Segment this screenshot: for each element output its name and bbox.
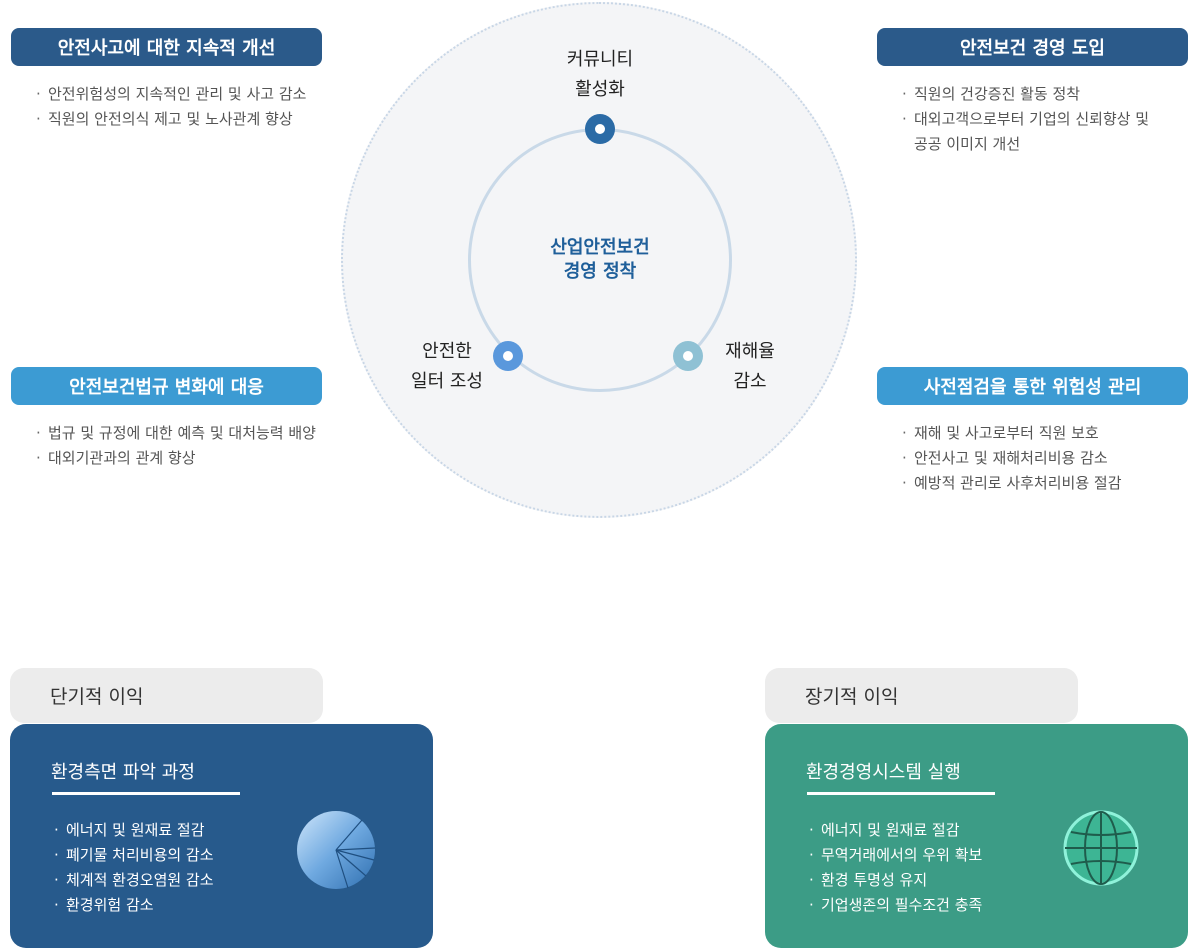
node-dot-accident-rate [673, 341, 703, 371]
bullet-list: 재해 및 사고로부터 직원 보호 안전사고 및 재해처리비용 감소 예방적 관리… [902, 421, 1122, 496]
list-item: 환경위험 감소 [54, 893, 214, 918]
node-label-line: 커뮤니티 [566, 49, 634, 70]
node-label-safe-workplace: 안전한 일터 조성 [392, 337, 502, 397]
globe-icon [1063, 810, 1139, 886]
center-title-line: 경영 정착 [563, 261, 637, 282]
node-label-line: 일터 조성 [411, 371, 483, 392]
bullet-list: 안전위험성의 지속적인 관리 및 사고 감소 직원의 안전의식 제고 및 노사관… [36, 82, 306, 132]
panel-divider [807, 792, 995, 795]
list-item: 대외고객으로부터 기업의 신뢰향상 및 [902, 107, 1149, 132]
panel-title: 환경경영시스템 실행 [806, 762, 961, 783]
section-title-text: 안전보건 경영 도입 [959, 38, 1105, 59]
section-title-regulation-response: 안전보건법규 변화에 대응 [11, 367, 322, 405]
list-item: 환경 투명성 유지 [809, 868, 982, 893]
list-item-continuation: 공공 이미지 개선 [914, 135, 1021, 153]
list-item: 예방적 관리로 사후처리비용 절감 [902, 471, 1122, 496]
list-item: 안전위험성의 지속적인 관리 및 사고 감소 [36, 82, 306, 107]
bullet-list: 직원의 건강증진 활동 정착 대외고객으로부터 기업의 신뢰향상 및 공공 이미… [902, 82, 1149, 157]
list-item: 직원의 안전의식 제고 및 노사관계 향상 [36, 107, 306, 132]
list-item: 체계적 환경오염원 감소 [54, 868, 214, 893]
list-item: 에너지 및 원재료 절감 [54, 818, 214, 843]
tab-label: 단기적 이익 [50, 686, 144, 708]
list-item: 대외기관과의 관계 향상 [36, 446, 316, 471]
panel-title: 환경측면 파악 과정 [51, 762, 195, 783]
center-title-line: 산업안전보건 [550, 237, 650, 258]
node-label-community: 커뮤니티 활성화 [540, 45, 660, 105]
short-term-panel: 환경측면 파악 과정 에너지 및 원재료 절감 폐기물 처리비용의 감소 체계적… [10, 724, 433, 948]
node-dot-community [585, 114, 615, 144]
bullet-list: 법규 및 규정에 대한 예측 및 대처능력 배양 대외기관과의 관계 향상 [36, 421, 316, 471]
node-dot-safe-workplace [493, 341, 523, 371]
list-item: 안전사고 및 재해처리비용 감소 [902, 446, 1122, 471]
section-title-management-introduction: 안전보건 경영 도입 [877, 28, 1188, 66]
list-item: 법규 및 규정에 대한 예측 및 대처능력 배양 [36, 421, 316, 446]
center-title: 산업안전보건 경영 정착 [520, 236, 680, 284]
list-item: 무역거래에서의 우위 확보 [809, 843, 982, 868]
bullet-list: 에너지 및 원재료 절감 폐기물 처리비용의 감소 체계적 환경오염원 감소 환… [54, 818, 214, 918]
long-term-panel: 환경경영시스템 실행 에너지 및 원재료 절감 무역거래에서의 우위 확보 환경… [765, 724, 1188, 948]
panel-divider [52, 792, 240, 795]
section-title-text: 안전사고에 대한 지속적 개선 [57, 38, 276, 59]
list-item: 에너지 및 원재료 절감 [809, 818, 982, 843]
bullet-list: 에너지 및 원재료 절감 무역거래에서의 우위 확보 환경 투명성 유지 기업생… [809, 818, 982, 918]
section-title-text: 사전점검을 통한 위험성 관리 [923, 377, 1142, 398]
list-item: 기업생존의 필수조건 충족 [809, 893, 982, 918]
node-label-line: 안전한 [422, 341, 472, 362]
section-title-risk-management: 사전점검을 통한 위험성 관리 [877, 367, 1188, 405]
pie-chart-icon [297, 811, 376, 889]
section-title-continuous-improvement: 안전사고에 대한 지속적 개선 [11, 28, 322, 66]
node-label-line: 재해율 [725, 341, 775, 362]
tab-short-term: 단기적 이익 [10, 668, 323, 723]
list-item: 재해 및 사고로부터 직원 보호 [902, 421, 1122, 446]
node-label-accident-rate: 재해율 감소 [712, 337, 788, 397]
list-item: 직원의 건강증진 활동 정착 [902, 82, 1149, 107]
tab-label: 장기적 이익 [805, 686, 899, 708]
node-label-line: 감소 [733, 371, 767, 392]
section-title-text: 안전보건법규 변화에 대응 [69, 377, 264, 398]
list-item: 폐기물 처리비용의 감소 [54, 843, 214, 868]
tab-long-term: 장기적 이익 [765, 668, 1078, 723]
node-label-line: 활성화 [575, 79, 625, 100]
